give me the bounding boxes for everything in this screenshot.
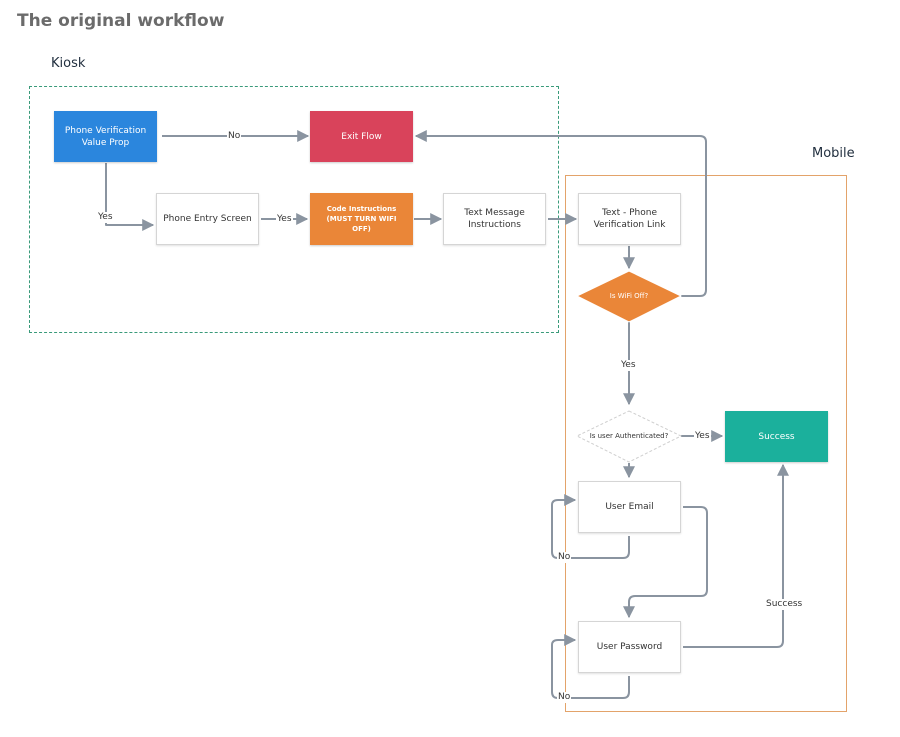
edge-label-success: Success — [765, 599, 804, 610]
edge-label-no: No — [557, 552, 572, 563]
edge-label-no: No — [557, 692, 572, 703]
connector-email-to-password — [623, 506, 708, 619]
user-email-node: User Email — [578, 481, 681, 533]
is-wifi-off-diamond — [575, 270, 683, 323]
connector-password-loop — [551, 634, 630, 699]
edge-label-yes: Yes — [620, 360, 637, 371]
text-phone-verification-link-node: Text - Phone Verification Link — [578, 193, 681, 245]
phone-verification-value-prop-node: Phone Verification Value Prop — [54, 111, 157, 162]
is-user-authenticated-diamond — [575, 410, 683, 463]
success-node: Success — [725, 411, 828, 462]
connector-email-loop — [551, 494, 630, 559]
connector-wifi-to-exit — [414, 130, 707, 297]
exit-flow-node: Exit Flow — [310, 111, 413, 162]
page-title: The original workflow — [17, 11, 225, 31]
mobile-region-label: Mobile — [812, 146, 855, 161]
is-wifi-off-label: Is WiFi Off? — [609, 292, 649, 300]
edge-label-yes: Yes — [694, 431, 711, 442]
phone-entry-screen-node: Phone Entry Screen — [156, 193, 259, 245]
kiosk-region-label: Kiosk — [51, 56, 86, 71]
user-password-node: User Password — [578, 621, 681, 673]
edge-label-no: No — [227, 131, 242, 142]
connector-value-prop-to-phone-entry — [105, 163, 155, 231]
kiosk-region — [29, 86, 559, 333]
edge-label-yes: Yes — [276, 214, 293, 225]
text-message-instructions-node: Text Message Instructions — [443, 193, 546, 245]
is-user-authenticated-label: Is user Authenticated? — [589, 432, 669, 440]
connector-password-to-success — [683, 463, 789, 648]
edge-label-yes: Yes — [97, 212, 114, 223]
code-instructions-node: Code Instructions (MUST TURN WIFI OFF) — [310, 193, 413, 245]
